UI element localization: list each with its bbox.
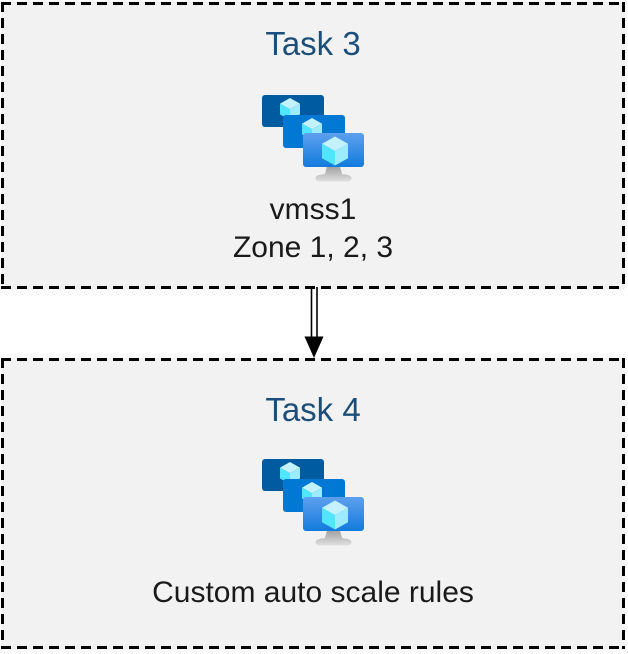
vm-scale-set-icon [262, 459, 364, 546]
front-cube-top-face [322, 500, 348, 516]
task3-title: Task 3 [265, 25, 361, 62]
task4-title: Task 4 [265, 391, 361, 428]
task3-box: Task 3 [1, 2, 625, 289]
arrow-head [304, 336, 324, 358]
task3-zones: Zone 1, 2, 3 [232, 231, 394, 264]
task4-description: Custom auto scale rules [152, 576, 474, 609]
task3-vmss-name: vmss1 [269, 193, 357, 226]
back-cube-top-face [280, 98, 300, 110]
front-cube-right-face [335, 143, 348, 166]
front-cube-left-face [322, 143, 335, 166]
down-arrow-connector [304, 287, 324, 358]
front-cube-left-face [322, 507, 335, 530]
monitor-stand [315, 165, 352, 182]
front-cube-right-face [335, 507, 348, 530]
vm-scale-set-icon [262, 95, 364, 182]
task4-box: Task 4 [1, 358, 625, 649]
middle-cube-top-face [302, 118, 322, 130]
monitor-stand [315, 529, 352, 546]
